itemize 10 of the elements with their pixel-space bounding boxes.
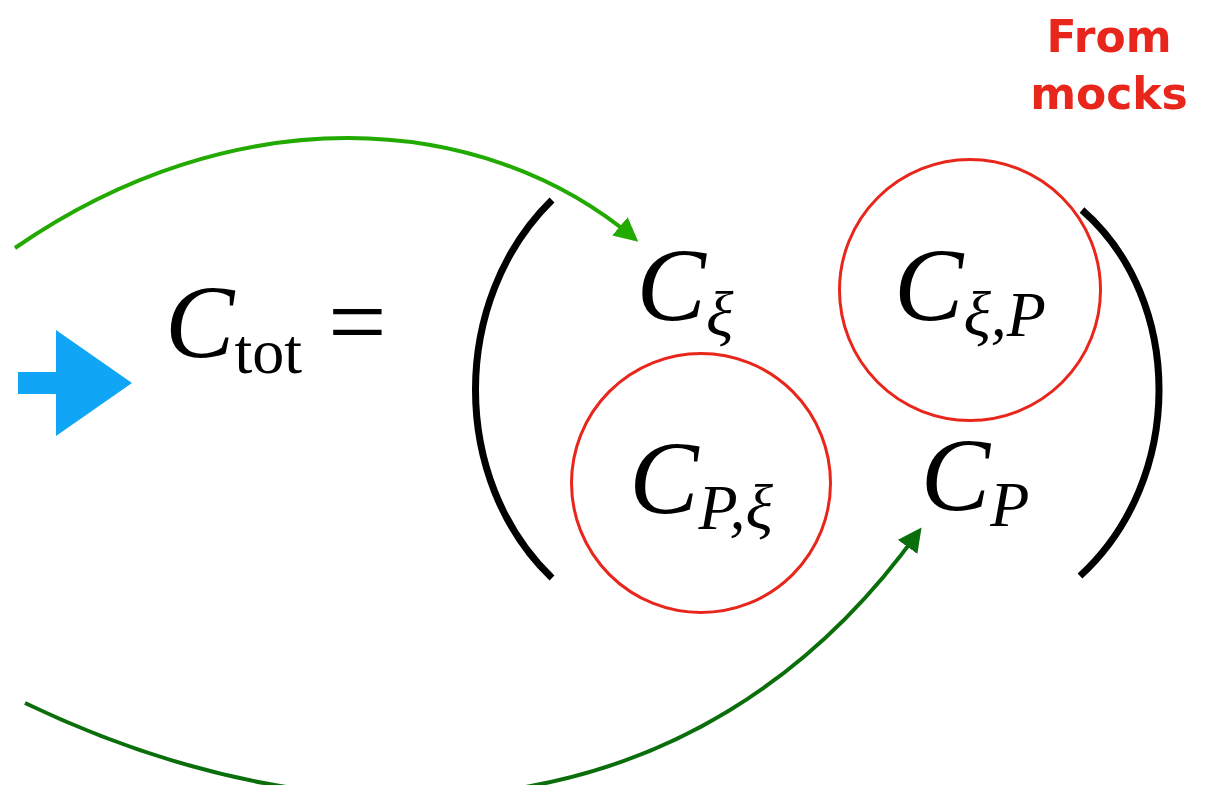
annotation-text: From mocks (1029, 10, 1189, 122)
equation-text: C$_{tot}$ = (165, 270, 387, 384)
arrow (24, 527, 922, 785)
math-term: C$_{P}$ (920, 423, 1030, 537)
math-term: C$_{P,ξ}$ (629, 426, 773, 540)
arrow (13, 136, 639, 250)
highlight-circle (570, 352, 832, 614)
math-term: C$_{ξ}$ (636, 233, 734, 347)
math-term: C$_{ξ,P}$ (894, 233, 1046, 347)
highlight-circle (838, 158, 1102, 422)
